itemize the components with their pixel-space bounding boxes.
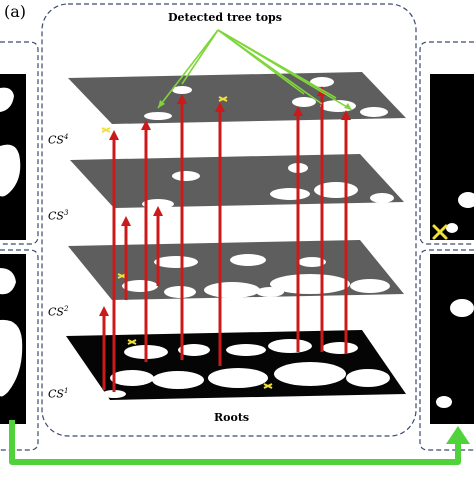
annotation-tree-tops: Detected tree tops bbox=[168, 11, 282, 24]
layer-cs2-blobs bbox=[98, 254, 390, 308]
right-panel-blob-3 bbox=[450, 299, 474, 317]
layer-label-cs4-name: CS bbox=[48, 133, 64, 147]
layer-label-cs4-sup: 4 bbox=[63, 133, 69, 141]
right-panel-blob-2 bbox=[446, 223, 458, 233]
layer-cs4-plane bbox=[68, 72, 406, 124]
annotation-roots: Roots bbox=[214, 411, 250, 424]
tree-top-pointers bbox=[157, 29, 353, 111]
layer-label-cs3-name: CS bbox=[48, 209, 64, 223]
layer-label-cs2-name: CS bbox=[48, 305, 64, 319]
right-panel-upper-image bbox=[430, 74, 474, 240]
layer-label-cs3: CS3 bbox=[48, 210, 68, 222]
left-side-panel bbox=[0, 41, 39, 451]
layer-label-cs2-sup: 2 bbox=[63, 305, 69, 313]
layer-cs4-markers bbox=[101, 96, 228, 133]
layer-label-cs3-sup: 3 bbox=[63, 209, 69, 217]
layer-cs3-plane bbox=[70, 154, 404, 208]
right-panel-marker-icon bbox=[432, 224, 448, 240]
layer-cs1-blobs bbox=[102, 339, 390, 398]
left-panel-blob-2 bbox=[0, 144, 21, 197]
layer-label-cs2: CS2 bbox=[48, 306, 68, 318]
right-panel-blob-1 bbox=[458, 192, 474, 208]
layer-cs1-plane bbox=[66, 330, 406, 400]
left-panel-blob-3 bbox=[0, 268, 16, 295]
right-panel-lower-image bbox=[430, 254, 474, 424]
center-panel-frame bbox=[41, 3, 417, 437]
layer-cs1-markers bbox=[127, 339, 273, 389]
root-to-top-arrows bbox=[99, 86, 351, 392]
left-panel-blob-1 bbox=[0, 87, 14, 112]
right-panel-blob-4 bbox=[436, 396, 452, 408]
green-connector bbox=[9, 420, 470, 465]
green-connector-arrowhead-icon bbox=[446, 426, 470, 444]
right-side-panel bbox=[419, 41, 474, 451]
layer-cs4-blobs bbox=[144, 77, 388, 120]
layer-label-cs1-sup: 1 bbox=[63, 387, 69, 395]
left-panel-blob-4 bbox=[0, 319, 23, 397]
right-panel-upper-frame bbox=[419, 41, 474, 245]
right-panel-lower-frame bbox=[419, 249, 474, 451]
panel-label: (a) bbox=[4, 2, 27, 21]
left-panel-lower-frame bbox=[0, 249, 39, 451]
layer-stack bbox=[66, 72, 406, 400]
layer-label-cs4: CS4 bbox=[48, 134, 68, 146]
left-panel-upper-frame bbox=[0, 41, 39, 245]
layer-label-cs1-name: CS bbox=[48, 387, 64, 401]
layer-label-cs1: CS1 bbox=[48, 388, 68, 400]
green-connector-line bbox=[9, 420, 461, 465]
